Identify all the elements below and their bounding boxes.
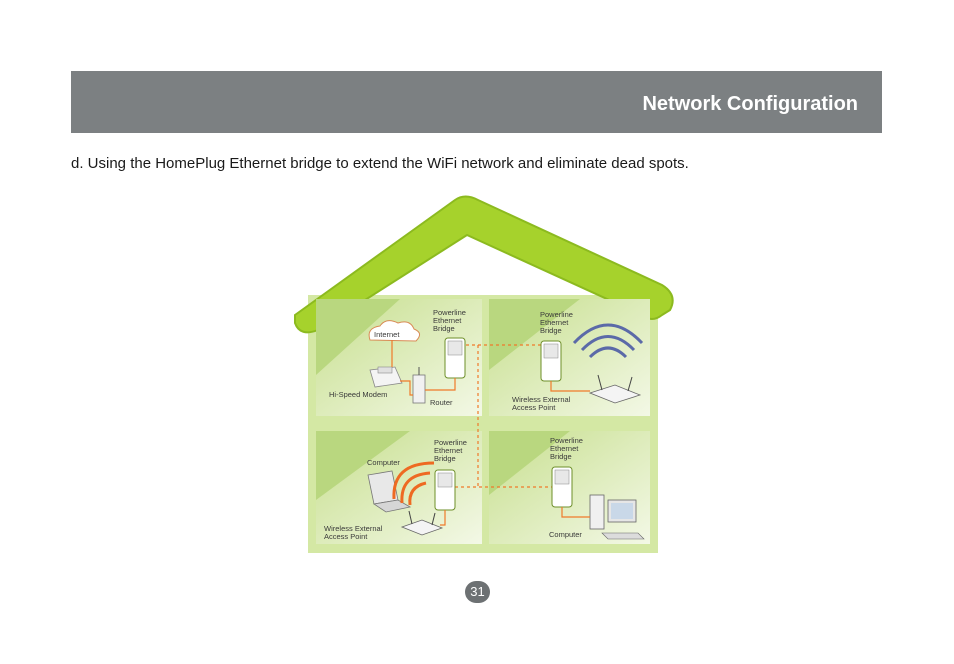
- desktop-computer-icon: [589, 494, 645, 540]
- wifi-waves-orange-icon: [392, 461, 435, 506]
- bridge-label-bottom-right-3: Bridge: [550, 452, 572, 461]
- powerline-links: [455, 344, 565, 488]
- header-bar: Network Configuration: [71, 71, 882, 133]
- intro-text: d. Using the HomePlug Ethernet bridge to…: [71, 155, 689, 172]
- access-point-icon-bottom-left: [400, 510, 444, 536]
- bridge-label-top-left-2: Ethernet: [433, 316, 462, 325]
- bridge-label-bottom-right-2: Ethernet: [550, 444, 579, 453]
- router-label: Router: [430, 398, 453, 407]
- cable-top-right: [550, 381, 590, 392]
- powerline-bridge-icon-bottom-right: [551, 466, 573, 508]
- page-number: 31: [465, 581, 490, 603]
- ap-label-bottom-left-2: Access Point: [324, 532, 368, 541]
- bridge-label-bottom-left-2: Ethernet: [434, 446, 463, 455]
- cable-bottom-right: [561, 507, 590, 518]
- ap-label-top-right-2: Access Point: [512, 403, 556, 412]
- laptop-icon: [367, 470, 412, 513]
- bridge-label-bottom-left-3: Bridge: [434, 454, 456, 463]
- modem-label: Hi-Speed Modem: [329, 390, 387, 399]
- computer-label-bottom-left: Computer: [367, 458, 400, 467]
- cable-bottom-left: [440, 510, 446, 526]
- bridge-label-top-left-3: Bridge: [433, 324, 455, 333]
- internet-cloud-icon: [368, 320, 420, 342]
- powerline-bridge-icon-bottom-left: [434, 469, 456, 511]
- bridge-label-top-left-1: Powerline: [433, 308, 466, 317]
- bridge-label-bottom-left-1: Powerline: [434, 438, 467, 447]
- cables-top-left: [391, 340, 456, 396]
- page-title: Network Configuration: [642, 93, 858, 115]
- bridge-label-top-right-3: Bridge: [540, 326, 562, 335]
- modem-icon: [369, 366, 403, 388]
- computer-label-bottom-right: Computer: [549, 530, 582, 539]
- network-diagram: Internet Powerline Ethernet Bridge Hi-Sp…: [294, 195, 674, 553]
- router-icon: [412, 367, 426, 404]
- bridge-label-bottom-right-1: Powerline: [550, 436, 583, 445]
- powerline-bridge-icon-top-right: [540, 340, 562, 382]
- wifi-waves-blue-icon: [572, 323, 644, 359]
- bridge-label-top-right-1: Powerline: [540, 310, 573, 319]
- bridge-label-top-right-2: Ethernet: [540, 318, 569, 327]
- powerline-bridge-icon-top-left: [444, 337, 466, 379]
- access-point-icon-top-right: [588, 374, 642, 404]
- ap-label-top-right-1: Wireless External: [512, 395, 571, 404]
- internet-label: Internet: [374, 330, 400, 339]
- ap-label-bottom-left-1: Wireless External: [324, 524, 383, 533]
